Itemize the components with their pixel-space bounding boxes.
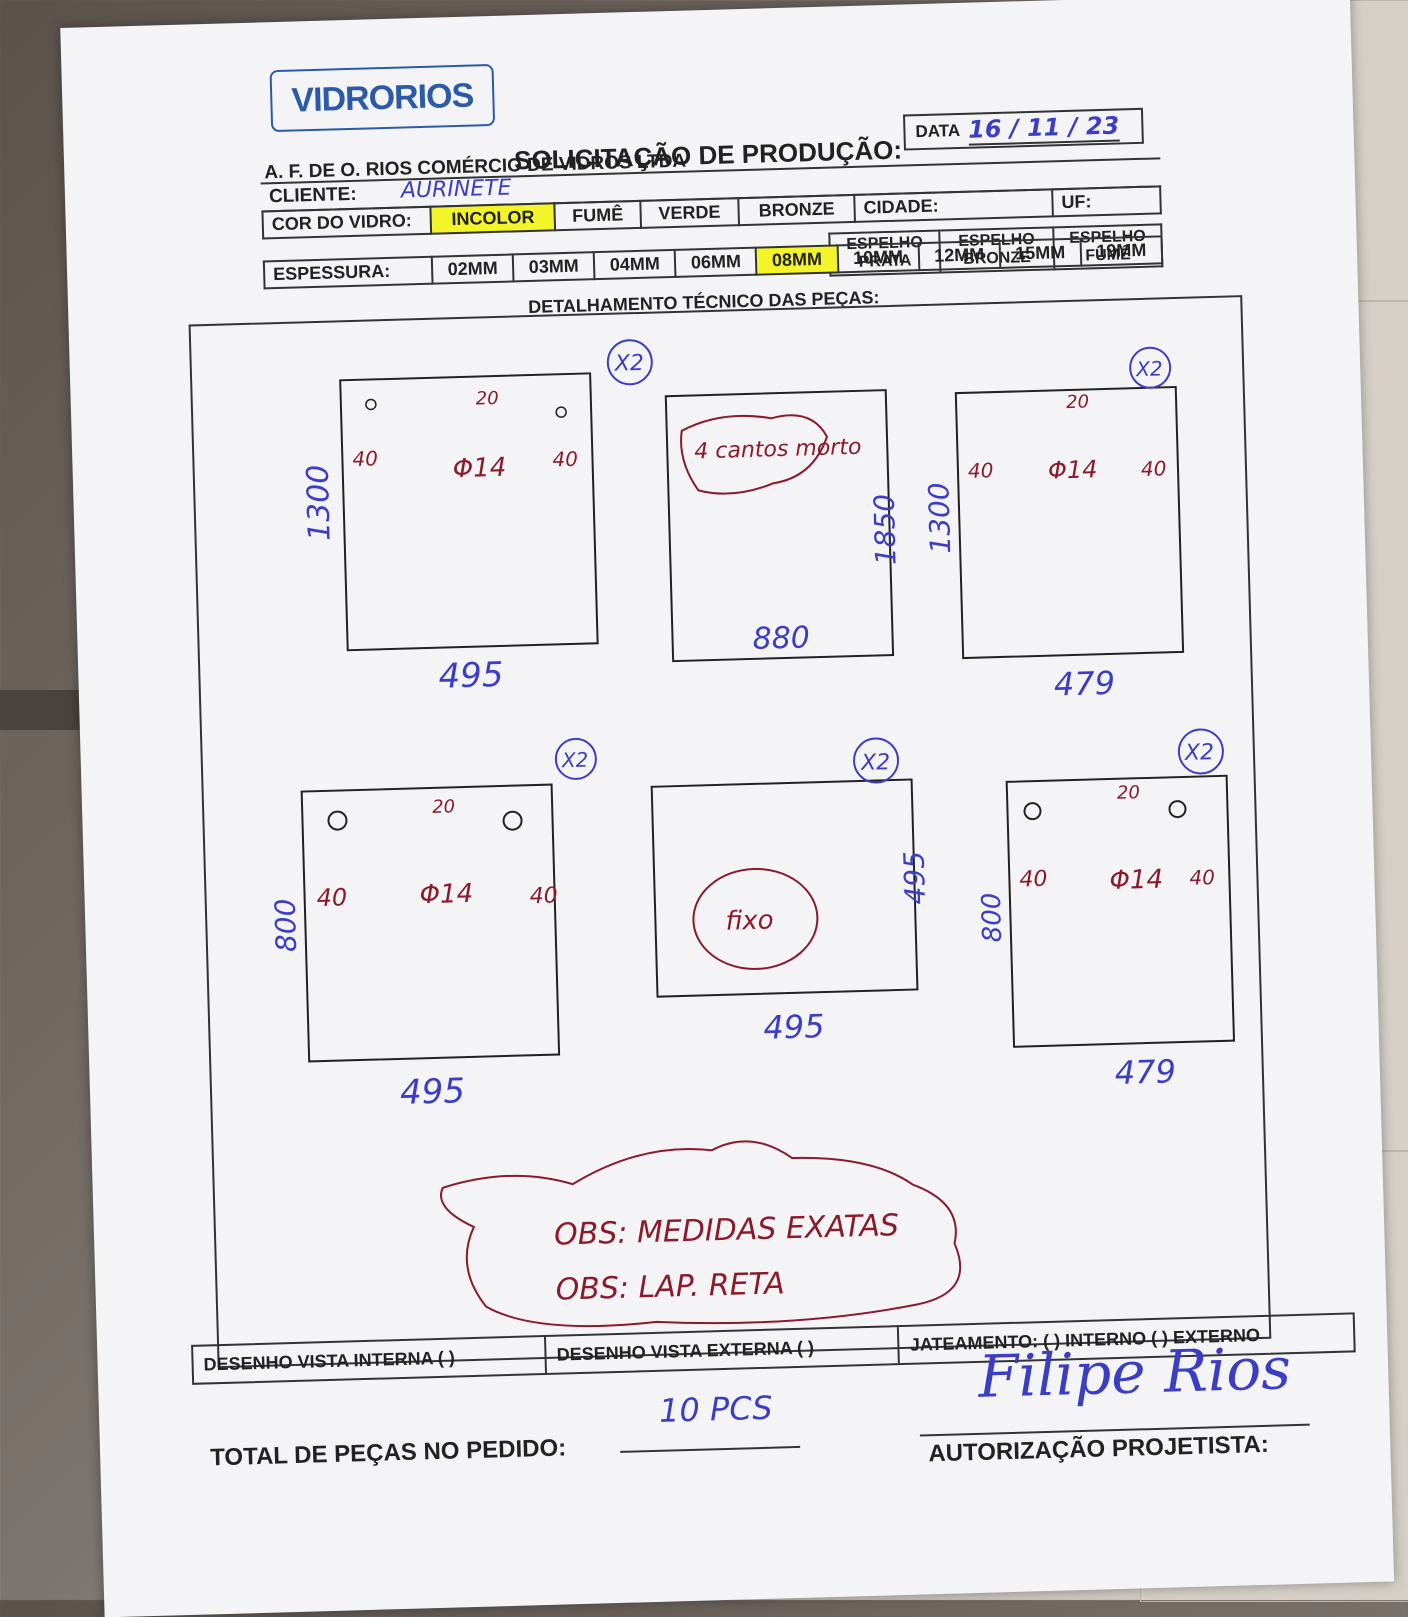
hole-diameter: Φ14: [419, 879, 473, 910]
note-bubble: [680, 414, 829, 495]
offset-left: 40: [968, 458, 994, 483]
qty-circle: [853, 737, 900, 784]
hole-diameter: Φ14: [1109, 865, 1163, 896]
offset-top: 20: [432, 796, 455, 818]
piece-2: 4 cantos morto 1850 880: [664, 389, 903, 663]
piece-1: X2 1300 495 Φ14 20 40 40: [301, 339, 653, 697]
designer-signature: Filipe Rios: [977, 1334, 1292, 1411]
offset-right: 40: [1141, 456, 1167, 481]
piece-height: 800: [269, 898, 303, 952]
piece-height: 1300: [301, 464, 338, 541]
offset-left: 40: [352, 446, 378, 471]
hole-mark: [502, 810, 523, 831]
hole-mark: [555, 406, 567, 418]
piece-qty: X2: [1184, 740, 1215, 766]
offset-top: 20: [1066, 391, 1089, 413]
piece-qty: X2: [614, 351, 645, 377]
hole-mark: [327, 810, 348, 831]
piece-note: 4 cantos morto: [694, 435, 862, 465]
piece-5: X2 fixo 495 495: [650, 737, 932, 1047]
piece-width: 495: [763, 1007, 825, 1047]
piece-outline: [650, 778, 919, 998]
piece-width: 479: [1114, 1052, 1176, 1092]
piece-height: 495: [898, 851, 932, 905]
technical-drawings: X2 1300 495 Φ14 20 40 40 4 cantos morto …: [269, 339, 1236, 1328]
qty-circle: [1177, 728, 1224, 775]
observation-2: OBS: LAP. RETA: [555, 1266, 785, 1307]
piece-4: X2 800 495 Φ14 20 40 40: [269, 737, 597, 1113]
hole-diameter: Φ14: [1048, 455, 1098, 484]
hole-diameter: Φ14: [452, 453, 506, 484]
hole-mark: [365, 398, 377, 411]
qty-circle: [1129, 346, 1172, 389]
piece-height: 1300: [922, 482, 957, 554]
offset-top: 20: [1117, 782, 1140, 804]
piece-width: 495: [400, 1071, 466, 1113]
piece-outline: [664, 389, 895, 663]
piece-outline: [954, 385, 1185, 660]
offset-right: 40: [552, 447, 578, 472]
piece-width: 880: [752, 620, 810, 657]
piece-width: 479: [1053, 664, 1115, 704]
hole-mark: [1168, 800, 1187, 819]
total-pieces-value: 10 PCS: [658, 1388, 774, 1430]
piece-qty: X2: [1135, 356, 1163, 381]
observations: OBS: MEDIDAS EXATAS OBS: LAP. RETA: [440, 1140, 962, 1328]
piece-outline: [300, 783, 561, 1063]
qty-circle: [606, 339, 653, 386]
observation-1: OBS: MEDIDAS EXATAS: [554, 1208, 900, 1253]
piece-3: X2 1300 479 Φ14 20 40 40: [922, 346, 1185, 704]
external-view-option: DESENHO VISTA EXTERNA ( ): [546, 1327, 901, 1373]
internal-view-option: DESENHO VISTA INTERNA ( ): [193, 1336, 548, 1383]
piece-outline: [1005, 774, 1236, 1048]
piece-height: 1850: [868, 493, 903, 565]
piece-outline: [339, 372, 599, 652]
note-circle: [692, 867, 819, 970]
piece-height: 800: [977, 892, 1008, 942]
observation-bubble: [440, 1140, 962, 1328]
piece-note: fixo: [725, 905, 774, 936]
piece-qty: X2: [561, 748, 589, 773]
offset-top: 20: [475, 388, 498, 410]
piece-qty: X2: [860, 750, 891, 776]
piece-width: 495: [438, 655, 504, 697]
qty-circle: [554, 737, 597, 780]
piece-6: X2 800 479 Φ14 20 40 40: [977, 728, 1236, 1092]
offset-right: 40: [529, 883, 558, 909]
production-request-form: VIDRORIOS DATA 16 / 11 / 23 SOLICITAÇÃO …: [60, 0, 1395, 1617]
offset-right: 40: [1189, 865, 1215, 890]
offset-left: 40: [316, 883, 347, 912]
hole-mark: [1023, 802, 1042, 821]
offset-left: 40: [1019, 867, 1048, 893]
